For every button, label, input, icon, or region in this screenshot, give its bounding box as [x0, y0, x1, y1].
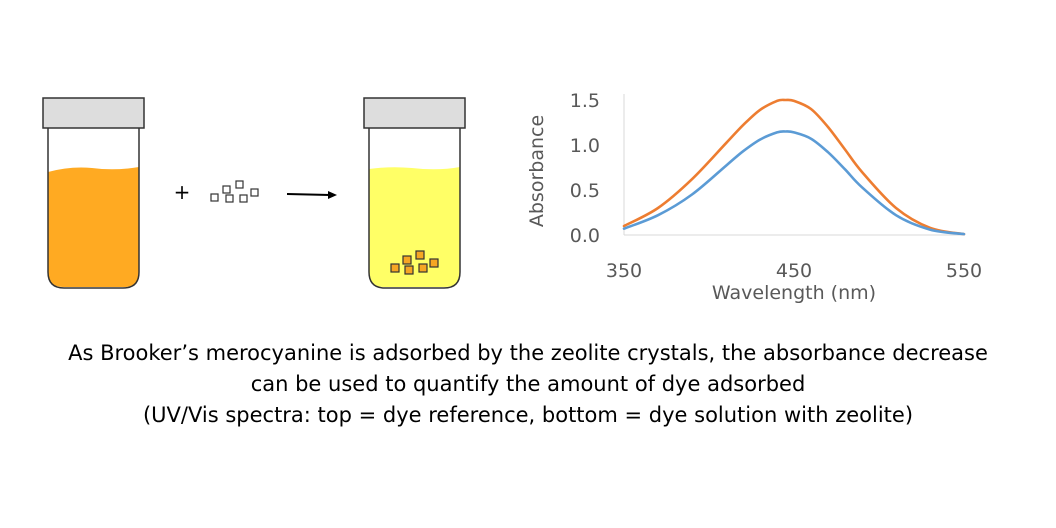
series-line-reference [622, 98, 966, 236]
y-tick-labels: 0.0 0.5 1.0 1.5 [570, 90, 600, 247]
vial-cap [363, 97, 466, 129]
series-lines [622, 98, 966, 236]
treated-solution [369, 167, 460, 287]
caption-line-1: As Brooker’s merocyanine is adsorbed by … [68, 341, 988, 365]
caption-line-2: can be used to quantify the amount of dy… [250, 372, 806, 396]
y-axis-title: Absorbance [526, 115, 548, 227]
x-tick-label: 350 [606, 260, 642, 282]
vial-icon [47, 128, 140, 289]
treated-vial [363, 97, 466, 289]
x-tick-label: 450 [776, 260, 812, 282]
x-axis-title: Wavelength (nm) [712, 282, 876, 304]
plus-sign: + [174, 180, 191, 204]
y-tick-label: 0.0 [570, 225, 600, 247]
dye-vial [42, 97, 145, 289]
series-line-with-zeolite [622, 130, 966, 236]
arrow-right-icon [286, 191, 337, 199]
adsorbed-crystals [390, 250, 439, 275]
vial-icon [368, 128, 461, 289]
y-tick-label: 1.0 [570, 135, 600, 157]
y-tick-label: 1.5 [570, 90, 600, 112]
x-tick-labels: 350 450 550 [606, 260, 982, 282]
x-tick-label: 550 [946, 260, 982, 282]
vial-cap [42, 97, 145, 129]
absorbance-chart: 0.0 0.5 1.0 1.5 350 450 550 Absorbance Wavele… [526, 90, 982, 304]
zeolite-crystals-icon [210, 180, 259, 203]
dye-solution [48, 167, 139, 287]
y-tick-label: 0.5 [570, 180, 600, 202]
caption-line-3: (UV/Vis spectra: top = dye reference, bo… [142, 403, 914, 427]
